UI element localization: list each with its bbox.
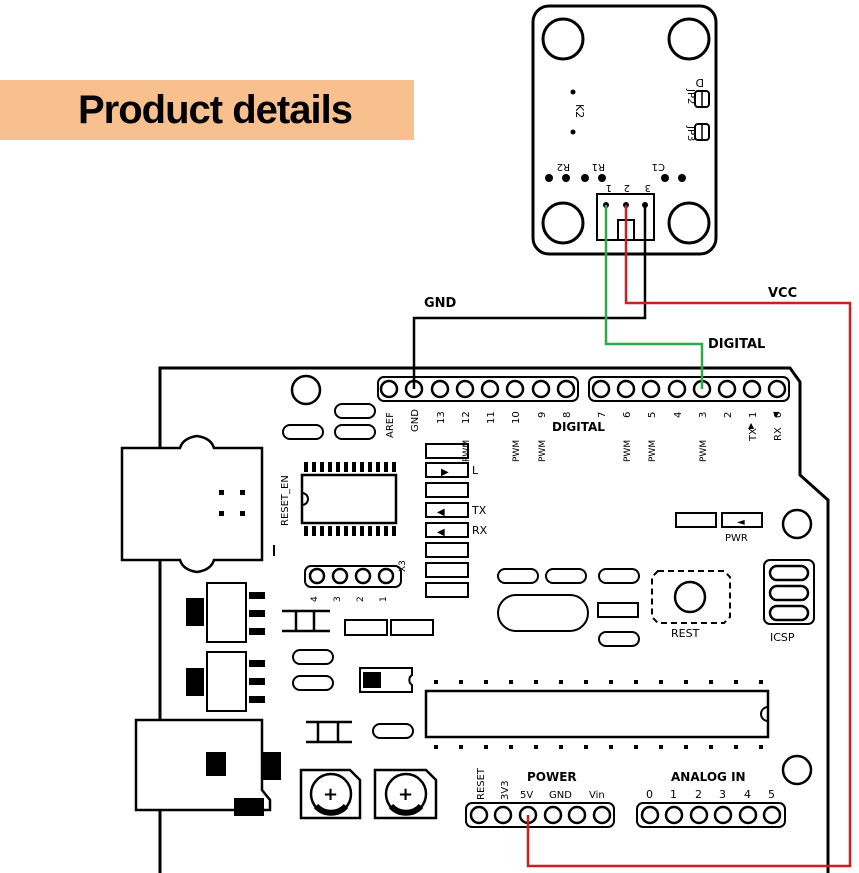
- pin-4: 4: [673, 412, 684, 418]
- pin-11: 11: [486, 411, 497, 424]
- usb-ic-chip: [300, 473, 398, 525]
- banner-title: Product details: [78, 88, 353, 132]
- microcontroller-chip: [424, 689, 770, 739]
- x3-header: [304, 565, 402, 588]
- gnd-wire: [412, 205, 647, 389]
- digital-header-right: [588, 376, 790, 402]
- r2-label: R2: [557, 161, 570, 172]
- tx-led-label: TX: [471, 504, 487, 517]
- analog-pin-1: 1: [670, 788, 677, 801]
- module-pin-3: 3: [645, 182, 651, 193]
- analog-pin-4: 4: [744, 788, 751, 801]
- mount-hole: [667, 201, 711, 245]
- analog-pin-2: 2: [695, 788, 702, 801]
- product-details-banner: Product details: [0, 80, 414, 140]
- svg-text:▶: ▶: [441, 467, 449, 478]
- digital-header-label: DIGITAL: [552, 420, 605, 434]
- x3-pin-1: 1: [379, 596, 389, 602]
- analog-pin-3: 3: [719, 788, 726, 801]
- pin-7: 7: [597, 412, 608, 418]
- x3-pin-3: 3: [333, 596, 343, 602]
- vcc-wire-label: VCC: [768, 286, 797, 301]
- mount-hole: [541, 201, 585, 245]
- mount-hole: [541, 17, 585, 61]
- board-mount-hole: [290, 374, 322, 406]
- reset-button: [651, 570, 731, 624]
- board-mount-hole: [781, 508, 813, 540]
- rx-led-label: RX: [472, 524, 488, 537]
- gnd-wire-label: GND: [424, 296, 457, 311]
- pin-0: 0: [773, 412, 784, 418]
- jp2-label: JP2: [685, 88, 696, 104]
- power-pin-reset: RESET: [476, 767, 487, 800]
- svg-text:▼: ▼: [773, 410, 780, 419]
- pwm-label: PWM: [512, 440, 522, 462]
- voltage-regulator: [206, 582, 247, 643]
- power-pin-3v3: 3V3: [500, 780, 511, 800]
- vcc-wire: [526, 205, 852, 868]
- analog-pin-5: 5: [768, 788, 775, 801]
- x3-pin-2: 2: [356, 596, 366, 602]
- svg-text:◀: ◀: [437, 507, 445, 518]
- pin-gnd: GND: [410, 409, 421, 432]
- jp3-label: JP3: [685, 125, 696, 141]
- pwm-label: PWM: [623, 440, 633, 462]
- power-pin-5v: 5V: [520, 790, 533, 801]
- pwr-label: PWR: [725, 533, 748, 544]
- rest-label: REST: [671, 627, 700, 640]
- pin-3: 3: [698, 412, 709, 418]
- digital-wire-label: DIGITAL: [708, 337, 765, 352]
- pin-1: 1: [748, 412, 759, 418]
- analog-title: ANALOG IN: [671, 770, 746, 784]
- pin-5: 5: [647, 412, 658, 418]
- l-led-label: L: [472, 464, 479, 477]
- x3-label: X3: [398, 560, 408, 572]
- pin-12: 12: [461, 411, 472, 424]
- icsp-label: ICSP: [770, 631, 795, 644]
- tx-pin-label: TX: [748, 428, 759, 442]
- x3-pin-4: 4: [310, 596, 320, 602]
- power-pin-gnd: GND: [549, 790, 572, 801]
- pin-8: 8: [562, 412, 573, 418]
- digital-header-left: [377, 376, 579, 402]
- digital-wire: [604, 205, 704, 389]
- board-mount-hole: [781, 754, 813, 786]
- electrolytic-capacitor: +: [373, 768, 438, 820]
- svg-text:+: +: [323, 784, 338, 805]
- svg-text:◀: ◀: [437, 527, 445, 538]
- pwm-label: PWM: [648, 440, 658, 462]
- power-title: POWER: [527, 770, 577, 784]
- svg-text:◄: ◄: [737, 517, 745, 528]
- power-jack: [134, 718, 272, 812]
- pin-6: 6: [622, 412, 633, 418]
- analog-pin-0: 0: [646, 788, 653, 801]
- module-pin-1: 1: [606, 182, 612, 193]
- sensor-module: K2 D JP2 JP3 R2 R1 C1 1 2 3: [531, 4, 718, 256]
- module-pin-2: 2: [624, 182, 630, 193]
- k2-label: K2: [573, 104, 586, 118]
- svg-text:+: +: [398, 784, 413, 805]
- voltage-regulator: [206, 651, 247, 712]
- reset-en-label: RESET_EN: [280, 475, 291, 526]
- pin-2: 2: [723, 412, 734, 418]
- d-label: D: [696, 76, 704, 89]
- arduino-board: RESET_EN +: [120, 366, 830, 873]
- rx-pin-label: RX: [773, 427, 784, 441]
- r1-label: R1: [592, 161, 605, 172]
- pin-13: 13: [436, 411, 447, 424]
- usb-port: [120, 434, 264, 574]
- svg-text:▲: ▲: [748, 421, 755, 430]
- pwm-label: PWM: [699, 440, 709, 462]
- power-pin-vin: Vin: [589, 790, 605, 801]
- pwm-label: PWM: [538, 440, 548, 462]
- c1-label: C1: [652, 161, 665, 172]
- pin-10: 10: [511, 411, 522, 424]
- mount-hole: [667, 17, 711, 61]
- pin-9: 9: [537, 412, 548, 418]
- pwm-label: PWM: [462, 440, 472, 462]
- electrolytic-capacitor: +: [299, 768, 362, 820]
- pin-aref: AREF: [385, 412, 396, 438]
